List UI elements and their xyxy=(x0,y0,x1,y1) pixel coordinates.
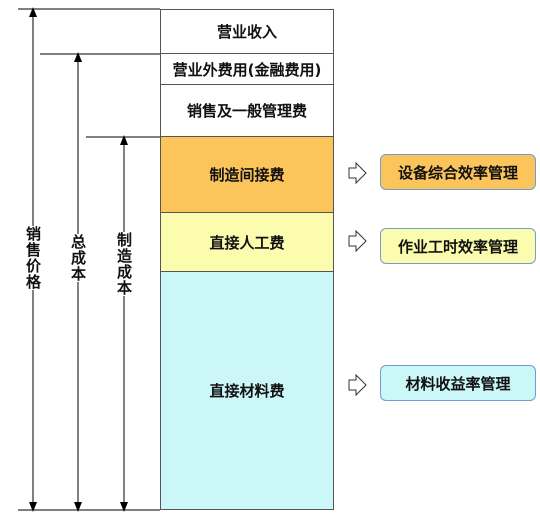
direct-labor-box: 直接人工费 xyxy=(160,213,334,272)
sga-expense-box: 销售及一般管理费 xyxy=(160,85,334,137)
revenue-box: 营业收入 xyxy=(160,9,334,54)
hollow-arrow-icon xyxy=(348,229,367,253)
material-yield-box: 材料收益率管理 xyxy=(380,365,536,401)
hollow-arrow-icon xyxy=(348,373,367,397)
manufacturing-cost-label: 制造成本 xyxy=(115,232,133,296)
indirect-manufacturing-box: 制造间接费 xyxy=(160,137,334,213)
equipment-efficiency-box: 设备综合效率管理 xyxy=(380,154,536,190)
non-operating-expense-box: 营业外费用(金融费用) xyxy=(160,54,334,85)
sales-price-label: 销售价格 xyxy=(24,226,42,290)
hollow-arrow-icon xyxy=(348,161,367,185)
labor-hour-efficiency-box: 作业工时效率管理 xyxy=(380,228,536,264)
total-cost-label: 总成本 xyxy=(69,234,87,282)
direct-material-box: 直接材料费 xyxy=(160,272,334,510)
